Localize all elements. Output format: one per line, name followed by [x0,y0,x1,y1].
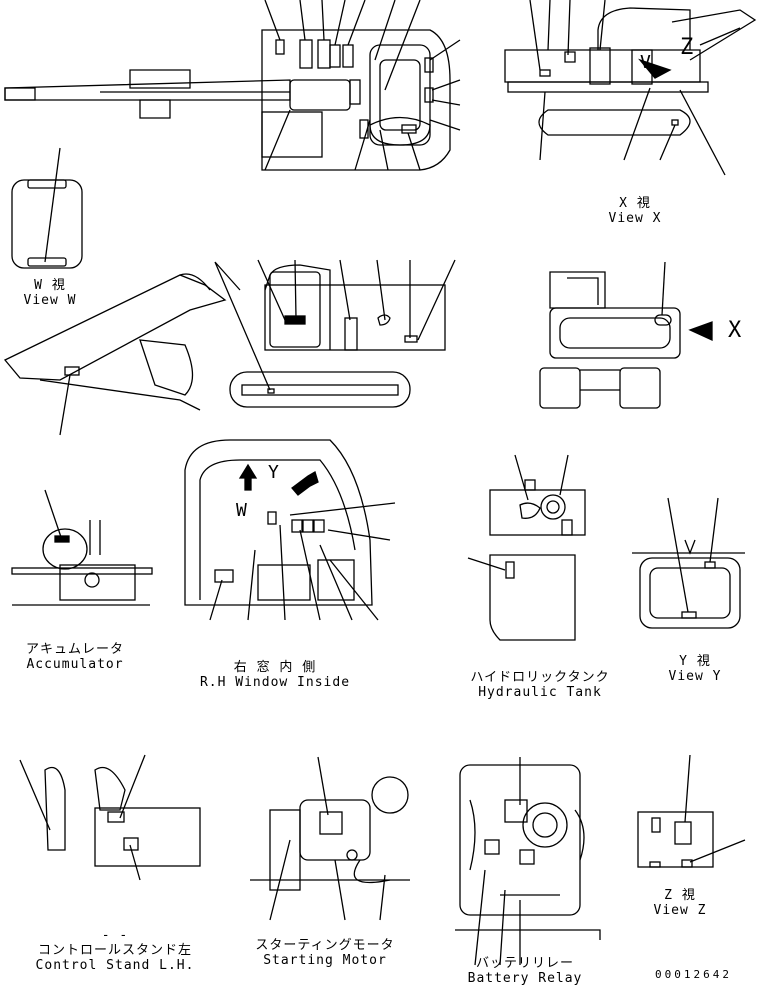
view-letter-x: X [728,318,742,343]
caption-view-w-jp: W 視 [34,278,66,293]
caption-rh-window: 右 窓 内 側 R.H Window Inside [190,660,360,690]
caption-view-x: X 視 View X [600,196,670,226]
caption-hydraulic-tank-jp: ハイドロリックタンク [470,670,610,685]
caption-view-x-jp: X 視 [619,196,651,211]
caption-view-y: Y 視 View Y [655,654,735,684]
view-z-panel [637,754,746,868]
view-letter-y: Y [268,462,279,483]
side-view-excavator-x [504,0,757,176]
caption-control-stand-jp: コントロールスタンド左 [37,943,192,958]
caption-starting-motor-jp: スターティングモータ [255,938,395,953]
caption-view-w-en: View W [23,293,77,308]
view-letter-z: Z [680,35,694,60]
caption-view-z-jp: Z 視 [664,888,696,903]
caption-battery-relay: バッテリリレー Battery Relay [455,956,595,986]
caption-accumulator: アキュムレータ Accumulator [10,642,140,672]
caption-accumulator-jp: アキュムレータ [25,642,124,657]
caption-control-stand-mark: - - [101,928,129,943]
caption-view-w: W 視 View W [20,278,80,308]
caption-battery-relay-jp: バッテリリレー [475,956,574,971]
caption-view-z-en: View Z [653,903,707,918]
accumulator-drawing [11,489,153,606]
caption-battery-relay-en: Battery Relay [467,971,583,986]
caption-view-x-en: View X [608,211,662,226]
battery-relay-drawing [455,757,601,966]
caption-view-z: Z 視 View Z [640,888,720,918]
top-view-excavator [4,0,461,171]
view-w-panel [11,147,83,269]
rh-window-inside-drawing [184,439,396,621]
rear-view-y [539,261,713,409]
hydraulic-tank-drawing [467,454,586,641]
caption-starting-motor: スターティングモータ Starting Motor [250,938,400,968]
caption-view-y-jp: Y 視 [679,654,711,669]
starting-motor-drawing [250,756,410,921]
caption-rh-window-jp: 右 窓 内 側 [233,660,317,675]
caption-control-stand: - - コントロールスタンド左 Control Stand L.H. [25,928,205,973]
view-y-panel [632,497,745,629]
part-number: 00012642 [655,968,732,981]
caption-hydraulic-tank: ハイドロリックタンク Hydraulic Tank [460,670,620,700]
caption-hydraulic-tank-en: Hydraulic Tank [478,685,602,700]
caption-rh-window-en: R.H Window Inside [199,675,351,690]
side-view-excavator-arm [3,259,456,436]
caption-view-y-en: View Y [668,669,722,684]
caption-control-stand-en: Control Stand L.H. [35,958,195,973]
control-stand-lh-drawing [19,754,201,881]
caption-accumulator-en: Accumulator [26,657,124,672]
view-letter-v: V [640,52,651,73]
caption-starting-motor-en: Starting Motor [263,953,387,968]
view-letter-w: W [236,500,247,521]
